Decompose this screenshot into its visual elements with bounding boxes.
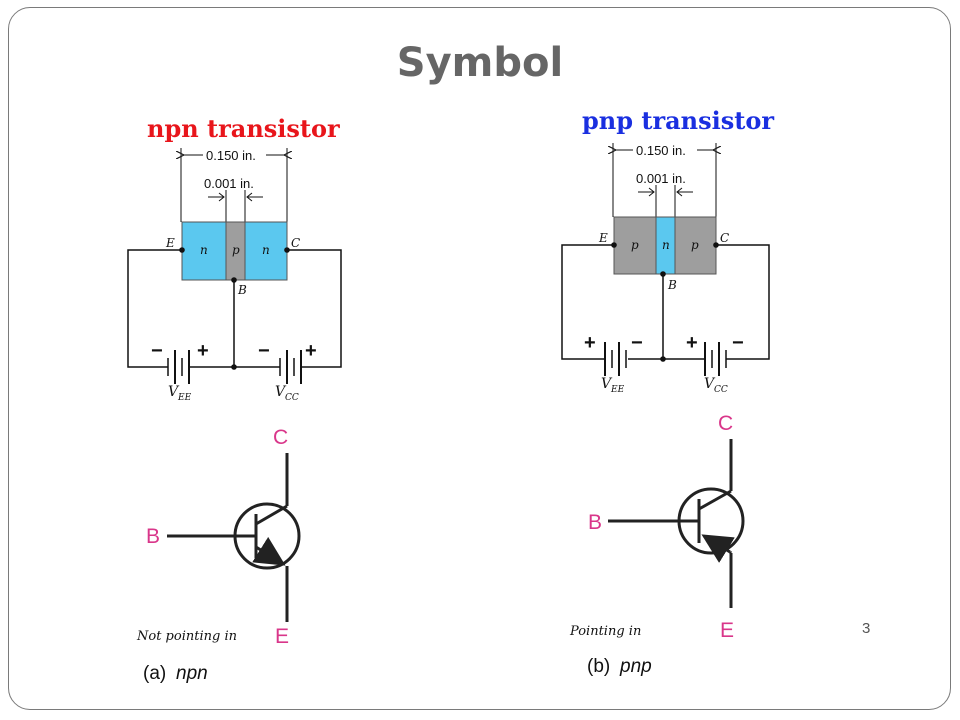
pnp-region-1: p [631, 238, 639, 252]
npn-symbol [167, 453, 301, 622]
npn-symbol-c: C [273, 426, 288, 449]
npn-terminal-e: E [165, 236, 175, 250]
npn-region-3: n [262, 243, 270, 257]
pnp-heading: pnp transistor [582, 106, 774, 135]
pnp-terminal-b: B [667, 278, 677, 292]
npn-symbol-b: B [146, 525, 160, 548]
pnp-symbol-e: E [720, 619, 734, 642]
pnp-vcc-sub: CC [714, 385, 728, 395]
pnp-terminal-c: C [720, 231, 729, 245]
npn-terminal-b: B [237, 283, 247, 297]
svg-text:+: + [197, 340, 209, 362]
npn-region-1: n [200, 243, 208, 257]
svg-text:−: − [631, 332, 643, 354]
svg-text:+: + [305, 340, 317, 362]
pnp-collector-region [674, 216, 717, 275]
npn-region-2: p [232, 243, 240, 257]
npn-vcc-sub: CC [285, 393, 299, 403]
npn-dim-inner: 0.001 in. [204, 176, 254, 191]
npn-vcc: V [275, 384, 287, 400]
npn-collector-region [244, 221, 288, 281]
pnp-dim-inner: 0.001 in. [636, 171, 686, 186]
slide-frame [8, 7, 951, 710]
pnp-vcc: V [704, 376, 716, 392]
pnp-block-diagram: 0.150 in. 0.001 in. p n p [561, 143, 770, 395]
npn-heading: npn transistor [147, 114, 340, 143]
pnp-arrow-note: Pointing in [570, 624, 642, 639]
pnp-caption-name: pnp [619, 656, 652, 677]
svg-text:−: − [258, 340, 270, 362]
pnp-symbol-c: C [718, 412, 733, 435]
slide-title: Symbol [396, 40, 564, 86]
svg-text:+: + [686, 332, 698, 354]
svg-text:−: − [732, 332, 744, 354]
npn-caption-prefix: (a) [143, 663, 166, 684]
svg-text:+: + [584, 332, 596, 354]
npn-terminal-c: C [291, 236, 300, 250]
pnp-emitter-region [613, 216, 657, 275]
npn-vee: V [168, 384, 180, 400]
svg-text:−: − [151, 340, 163, 362]
pnp-dim-outer: 0.150 in. [636, 143, 686, 158]
pnp-symbol-b: B [588, 511, 602, 534]
pnp-symbol [608, 439, 745, 608]
pnp-vee-sub: EE [610, 385, 625, 395]
pnp-region-3: p [691, 238, 699, 252]
npn-caption-name: npn [176, 663, 208, 684]
pnp-vee: V [601, 376, 613, 392]
pnp-region-2: n [662, 238, 670, 252]
npn-vee-sub: EE [177, 393, 192, 403]
npn-arrow-note: Not pointing in [137, 629, 237, 644]
npn-symbol-e: E [275, 625, 289, 648]
npn-dim-outer: 0.150 in. [206, 148, 256, 163]
pnp-terminal-e: E [598, 231, 608, 245]
npn-block-diagram: 0.150 in. 0.001 in. n p n [127, 148, 342, 403]
pnp-caption-prefix: (b) [587, 656, 610, 677]
page-number: 3 [862, 620, 871, 637]
